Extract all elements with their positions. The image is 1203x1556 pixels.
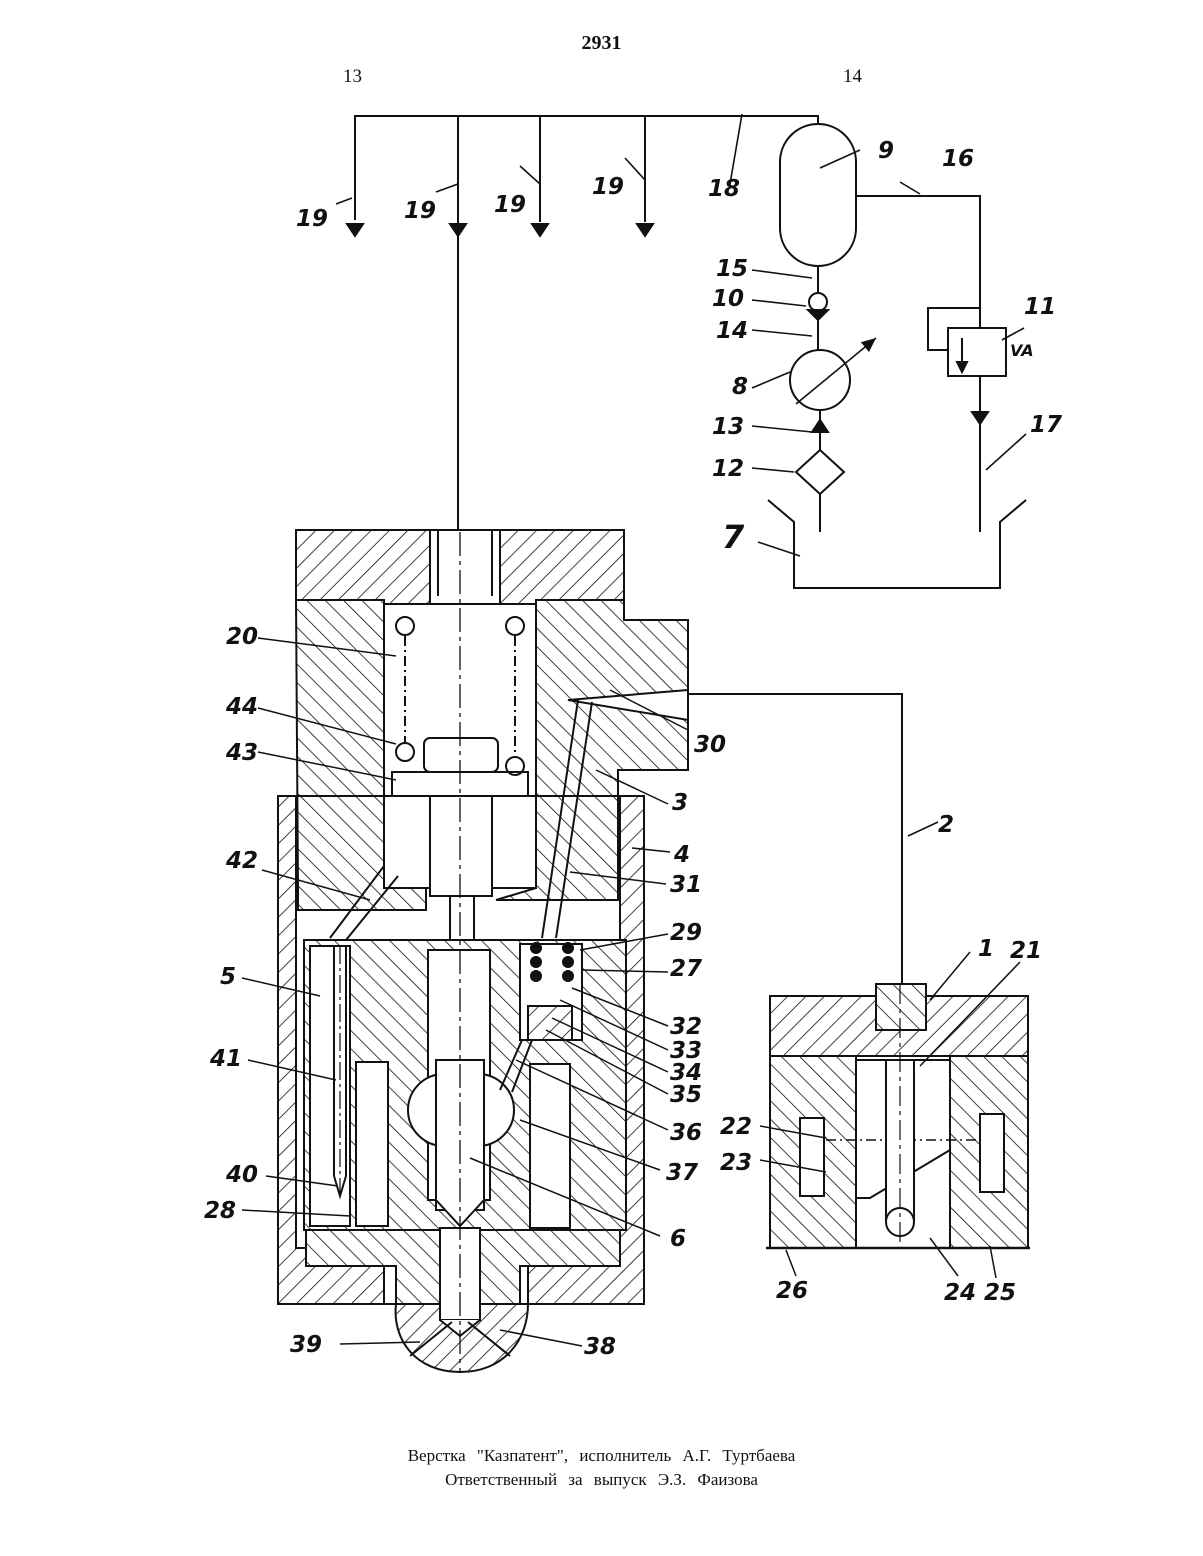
label-32: 32 (670, 1014, 702, 1040)
injector-body (278, 530, 688, 1372)
label-11-sub: VA (1010, 341, 1034, 360)
label-19: 19 (296, 206, 328, 232)
label-19: 19 (494, 192, 526, 218)
label-19: 19 (592, 174, 624, 200)
label-14: 14 (716, 318, 748, 344)
label-31: 31 (670, 872, 702, 898)
label-25: 25 (984, 1280, 1016, 1306)
pump-element (766, 984, 1030, 1248)
label-42: 42 (225, 848, 258, 874)
tank (768, 500, 1026, 588)
label-26: 26 (776, 1278, 808, 1304)
accumulator (780, 124, 856, 266)
label-3: 3 (672, 790, 688, 816)
label-28: 28 (204, 1198, 236, 1224)
label-19: 19 (404, 198, 436, 224)
label-9: 9 (878, 138, 894, 164)
label-35: 35 (670, 1082, 702, 1108)
label-43: 43 (225, 740, 258, 766)
label-22: 22 (720, 1114, 752, 1140)
label-40: 40 (225, 1162, 258, 1188)
label-13: 13 (712, 414, 744, 440)
label-8: 8 (732, 374, 748, 400)
label-30: 30 (694, 732, 726, 758)
relief-valve (948, 328, 1006, 376)
label-44: 44 (225, 694, 258, 720)
label-5: 5 (220, 964, 236, 990)
label-15: 15 (716, 256, 748, 282)
hydraulic-circuit (752, 124, 1026, 588)
label-18: 18 (708, 176, 740, 202)
label-27: 27 (670, 956, 702, 982)
label-21: 21 (1010, 938, 1042, 964)
label-2: 2 (938, 812, 954, 838)
footer-responsible: Ответственный за выпуск Э.З. Фаизова (0, 1470, 1203, 1490)
label-4: 4 (673, 842, 690, 868)
check-valve (809, 293, 827, 311)
label-17: 17 (1030, 412, 1062, 438)
label-24: 24 (944, 1280, 976, 1306)
label-6: 6 (670, 1226, 686, 1252)
label-36: 36 (670, 1120, 702, 1146)
label-41: 41 (209, 1046, 242, 1072)
label-20: 20 (226, 624, 258, 650)
label-38: 38 (584, 1334, 616, 1360)
label-29: 29 (670, 920, 702, 946)
label-39: 39 (290, 1332, 322, 1358)
filter (796, 450, 844, 494)
label-1: 1 (978, 936, 994, 962)
label-7: 7 (722, 518, 745, 556)
label-16: 16 (942, 146, 974, 172)
label-12: 12 (712, 456, 744, 482)
label-23: 23 (720, 1150, 752, 1176)
footer-credits: Верстка "Казпатент", исполнитель А.Г. Ту… (0, 1446, 1203, 1466)
label-10: 10 (712, 286, 744, 312)
label-37: 37 (666, 1160, 698, 1186)
label-11: 11 (1024, 294, 1056, 320)
